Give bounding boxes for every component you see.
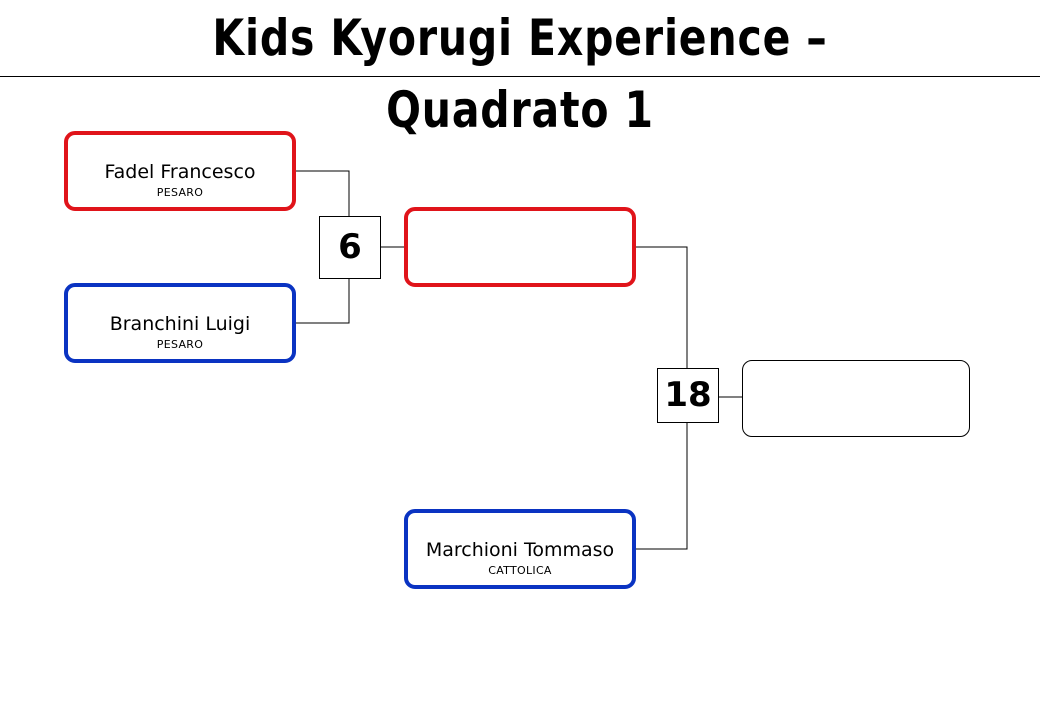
winner-box-empty (742, 360, 970, 437)
competitor-name: Fadel Francesco (104, 161, 256, 183)
connector-branchini-to-match-6 (294, 278, 350, 324)
competitor-club: PESARO (156, 338, 204, 351)
competitor-club: CATTOLICA (488, 564, 552, 577)
title-underline (0, 76, 1040, 77)
competitor-box-red-round2-empty (404, 207, 636, 287)
connector-marchioni-to-match-18 (634, 422, 688, 550)
competitor-name: Marchioni Tommaso (425, 539, 615, 561)
competitor-name: Branchini Luigi (109, 313, 251, 335)
competitor-box-blue-marchioni: Marchioni Tommaso CATTOLICA (404, 509, 636, 589)
competitor-box-blue-branchini: Branchini Luigi PESARO (64, 283, 296, 363)
match-number-box-6: 6 (319, 216, 381, 279)
connector-fadel-to-match-6 (294, 170, 350, 216)
competitor-club: PESARO (156, 186, 204, 199)
competitor-box-red-fadel: Fadel Francesco PESARO (64, 131, 296, 211)
match-number-box-18: 18 (657, 368, 719, 423)
page-title: Kids Kyorugi Experience – Quadrato 1 (212, 9, 828, 139)
connector-slot-to-match-18 (634, 246, 688, 368)
